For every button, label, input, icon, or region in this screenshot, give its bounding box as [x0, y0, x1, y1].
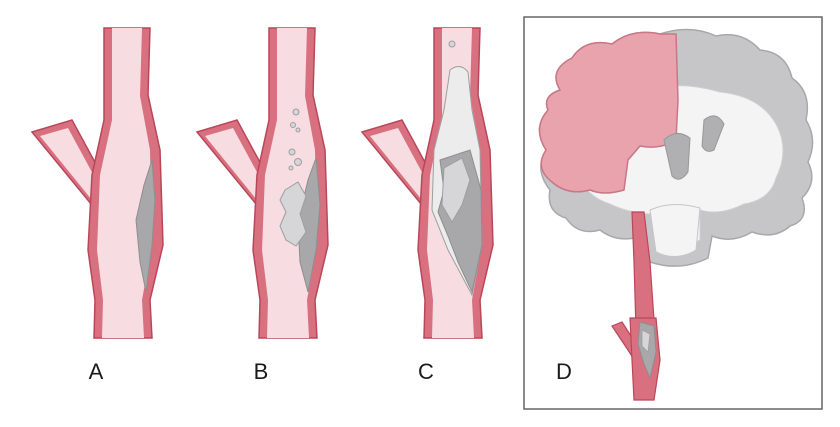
artery-a-icon — [30, 27, 164, 339]
panel-label-d: D — [556, 359, 572, 384]
panel-c: C — [360, 27, 494, 384]
panel-d: D — [523, 16, 823, 410]
artery-b-icon — [195, 27, 329, 339]
carotid-artery-icon — [611, 211, 661, 401]
panel-label-a: A — [89, 359, 104, 384]
panel-b: B — [195, 27, 329, 384]
panel-a: A — [30, 27, 164, 384]
artery-c-icon — [360, 27, 494, 339]
panel-label-c: C — [418, 359, 434, 384]
panel-label-b: B — [254, 359, 269, 384]
brain-coronal-section-icon — [538, 28, 814, 267]
